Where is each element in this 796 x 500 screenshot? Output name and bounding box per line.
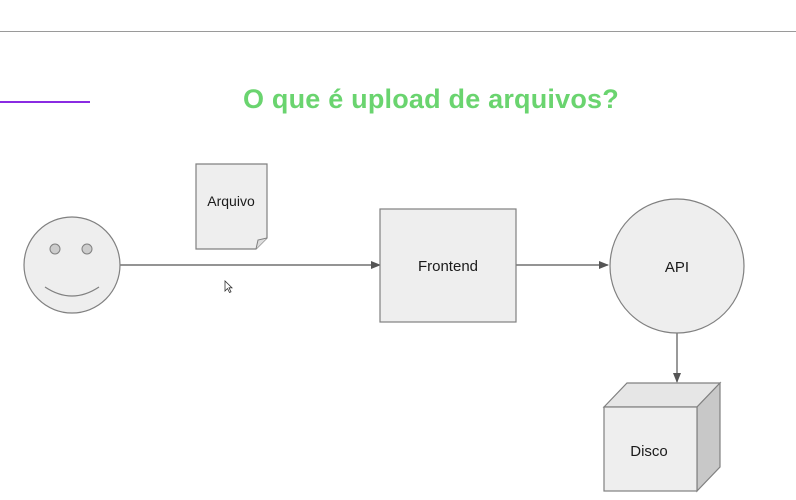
api-label: API — [665, 259, 689, 276]
frontend-node: Frontend — [379, 208, 517, 323]
smiley-face-icon — [23, 216, 121, 314]
mouse-pointer-icon — [224, 280, 233, 294]
title-accent-line — [0, 101, 90, 103]
disk-node: Disco — [602, 381, 722, 493]
slide-title: O que é upload de arquivos? — [243, 84, 619, 114]
api-node: API — [609, 198, 745, 334]
disk-label: Disco — [630, 443, 668, 460]
file-label: Arquivo — [207, 193, 255, 209]
file-document: Arquivo — [195, 163, 268, 250]
top-toolbar-strip — [0, 0, 796, 32]
frontend-label: Frontend — [418, 258, 478, 275]
